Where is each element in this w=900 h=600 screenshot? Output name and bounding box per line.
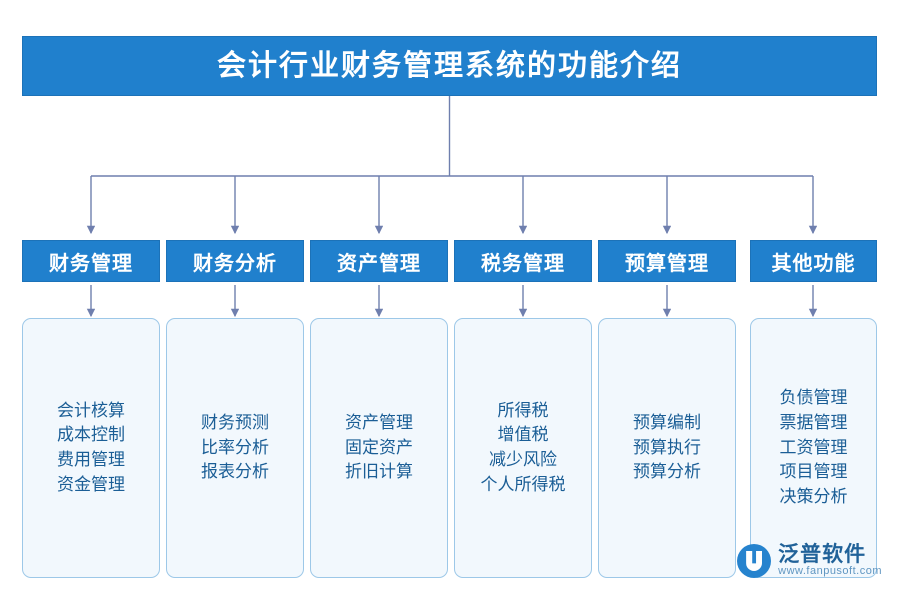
page-title: 会计行业财务管理系统的功能介绍 — [216, 49, 682, 82]
category-header-3[interactable]: 税务管理 — [454, 240, 592, 282]
brand-watermark: 泛普软件 www.fanpusoft.com — [737, 544, 882, 578]
detail-list: 资产管理 固定资产 折旧计算 — [345, 413, 413, 482]
detail-panel-5: 负债管理 票据管理 工资管理 项目管理 决策分析 — [750, 318, 877, 578]
category-label: 其他功能 — [771, 252, 856, 275]
detail-panel-3: 所得税 增值税 减少风险 个人所得税 — [454, 318, 592, 578]
category-header-1[interactable]: 财务分析 — [166, 240, 304, 282]
detail-list: 负债管理 票据管理 工资管理 项目管理 决策分析 — [779, 388, 848, 506]
category-header-0[interactable]: 财务管理 — [22, 240, 160, 282]
detail-list: 财务预测 比率分析 报表分析 — [201, 413, 269, 482]
category-header-4[interactable]: 预算管理 — [598, 240, 736, 282]
category-label: 财务分析 — [193, 252, 277, 275]
detail-list: 预算编制 预算执行 预算分析 — [633, 413, 701, 482]
detail-panel-0: 会计核算 成本控制 费用管理 资金管理 — [22, 318, 160, 578]
category-label: 财务管理 — [49, 252, 133, 275]
detail-panel-4: 预算编制 预算执行 预算分析 — [598, 318, 736, 578]
brand-logo-icon — [737, 544, 772, 578]
detail-panel-2: 资产管理 固定资产 折旧计算 — [310, 318, 448, 578]
brand-url: www.fanpusoft.com — [778, 565, 882, 578]
detail-list: 会计核算 成本控制 费用管理 资金管理 — [57, 400, 125, 494]
detail-list: 所得税 增值税 减少风险 个人所得税 — [480, 400, 566, 494]
category-label: 资产管理 — [337, 252, 421, 275]
category-header-5[interactable]: 其他功能 — [750, 240, 877, 282]
category-label: 税务管理 — [481, 252, 565, 275]
category-header-2[interactable]: 资产管理 — [310, 240, 448, 282]
diagram-title-banner: 会计行业财务管理系统的功能介绍 — [22, 36, 877, 96]
category-label: 预算管理 — [625, 252, 709, 275]
brand-text: 泛普软件 www.fanpusoft.com — [778, 544, 882, 578]
detail-panel-1: 财务预测 比率分析 报表分析 — [166, 318, 304, 578]
brand-name: 泛普软件 — [778, 543, 867, 567]
